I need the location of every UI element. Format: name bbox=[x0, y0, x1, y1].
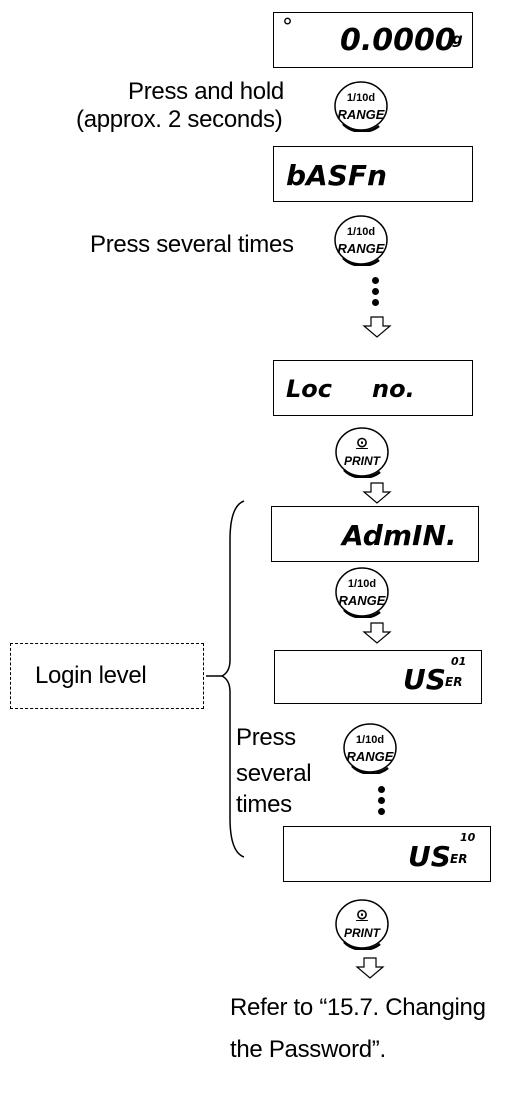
press-label: Press bbox=[236, 724, 296, 751]
display-no-text: no. bbox=[372, 375, 415, 403]
approx-two-seconds-label: (approx. 2 seconds) bbox=[76, 106, 283, 133]
display-basfn-text: bASFn bbox=[286, 159, 387, 192]
range-key-3[interactable]: 1/10d RANGE bbox=[334, 566, 390, 618]
login-level-box: Login level bbox=[10, 643, 204, 709]
display-user-01-text: US bbox=[403, 663, 446, 696]
key-outline-icon bbox=[334, 81, 388, 132]
login-group-bracket bbox=[206, 500, 245, 858]
key-outline-icon bbox=[335, 567, 389, 618]
print-key-1[interactable]: ⊙ PRINT bbox=[334, 426, 390, 478]
display-loc-text: Loc bbox=[286, 375, 333, 403]
display-degree-mark: ° bbox=[282, 15, 293, 40]
print-key-1-symbol: ⊙ bbox=[356, 434, 368, 450]
key-outline-icon bbox=[334, 215, 388, 266]
refer-line-2: the Password”. bbox=[230, 1036, 386, 1063]
display-user-10-text: US bbox=[408, 840, 451, 873]
down-arrow-icon bbox=[362, 316, 392, 338]
press-several-times-label: Press several times bbox=[90, 231, 294, 258]
display-user-10-index: 10 bbox=[460, 831, 476, 844]
display-user-10: US ER 10 bbox=[283, 826, 491, 882]
range-key-2[interactable]: 1/10d RANGE bbox=[333, 214, 389, 266]
range-key-1-top: 1/10d bbox=[346, 92, 376, 104]
display-loc-no: Loc no. bbox=[273, 360, 473, 416]
print-key-2[interactable]: ⊙ PRINT bbox=[334, 898, 390, 950]
login-level-label: Login level bbox=[35, 662, 147, 689]
key-outline-icon bbox=[335, 899, 389, 950]
display-admin-text: AdmIN. bbox=[342, 519, 457, 552]
display-weight-unit: g bbox=[452, 30, 463, 48]
display-user-01: US ER 01 bbox=[274, 650, 482, 704]
range-key-1-bottom: RANGE bbox=[337, 107, 385, 122]
refer-line-1: Refer to “15.7. Changing bbox=[230, 994, 486, 1021]
key-outline-icon bbox=[343, 723, 397, 774]
range-key-3-top: 1/10d bbox=[347, 578, 377, 590]
print-key-1-label: PRINT bbox=[344, 454, 380, 468]
times-label: times bbox=[236, 791, 292, 818]
range-key-4-top: 1/10d bbox=[355, 734, 385, 746]
display-basfn: bASFn bbox=[273, 146, 473, 202]
display-user-01-index: 01 bbox=[451, 655, 467, 668]
display-admin: AdmIN. bbox=[271, 506, 479, 562]
press-and-hold-label: Press and hold bbox=[128, 78, 284, 105]
print-key-2-label: PRINT bbox=[344, 926, 380, 940]
down-arrow-icon bbox=[362, 482, 392, 504]
display-weight: ° 0.0000 g bbox=[273, 12, 473, 68]
down-arrow-icon bbox=[362, 622, 392, 644]
range-key-4-bottom: RANGE bbox=[346, 749, 394, 764]
down-arrow-icon bbox=[355, 957, 385, 979]
range-key-3-bottom: RANGE bbox=[338, 593, 386, 608]
print-key-2-symbol: ⊙ bbox=[356, 906, 368, 922]
range-key-2-top: 1/10d bbox=[346, 226, 376, 238]
display-user-01-small: ER bbox=[445, 675, 463, 689]
range-key-2-bottom: RANGE bbox=[337, 241, 385, 256]
display-user-10-small: ER bbox=[450, 852, 468, 866]
range-key-4[interactable]: 1/10d RANGE bbox=[342, 722, 398, 774]
display-weight-value: 0.0000 bbox=[340, 23, 456, 58]
range-key-1[interactable]: 1/10d RANGE bbox=[333, 80, 389, 132]
several-label: several bbox=[236, 760, 312, 787]
key-outline-icon bbox=[335, 427, 389, 478]
